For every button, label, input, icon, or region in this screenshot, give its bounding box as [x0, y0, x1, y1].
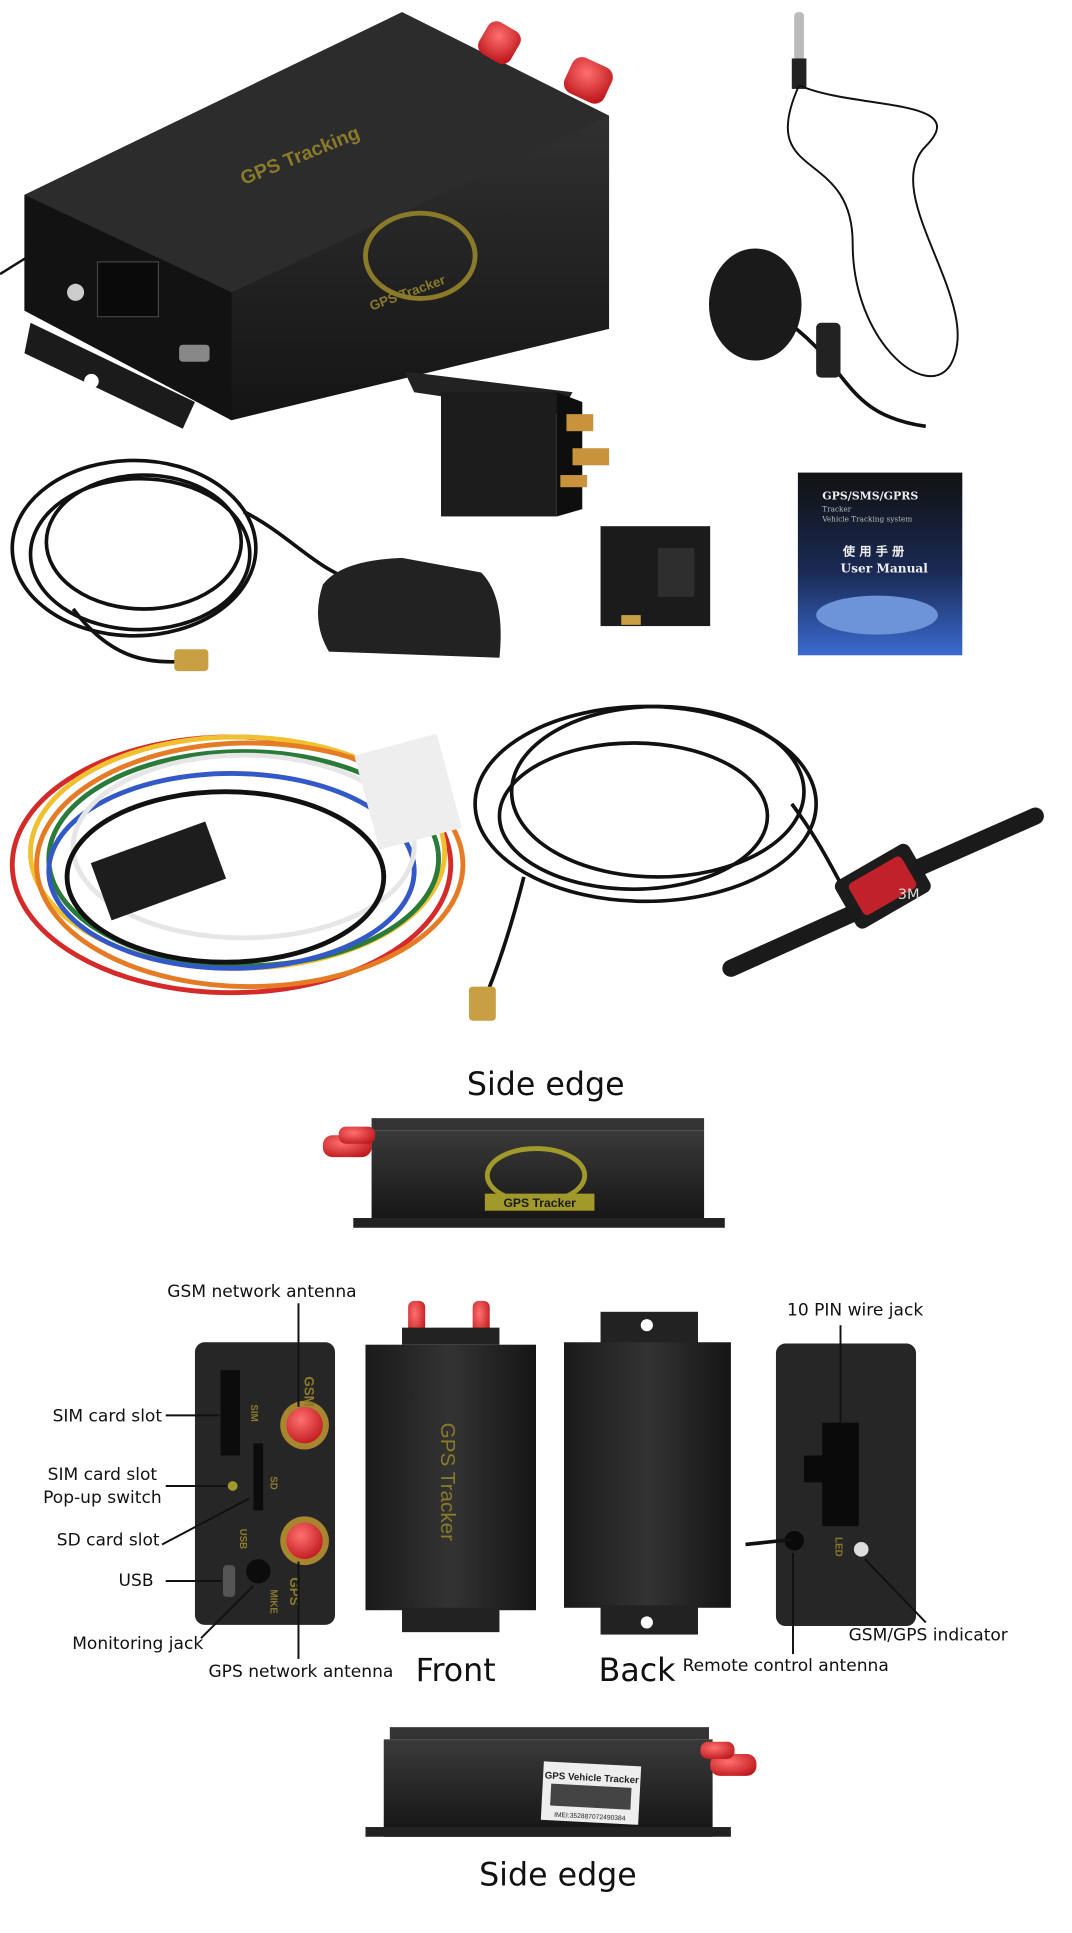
tracker-pin-side: LED: [745, 1343, 917, 1627]
caption-front: Front: [416, 1653, 496, 1689]
callout-sd-slot: SD card slot: [57, 1531, 160, 1551]
callout-remote-antenna: Remote control antenna: [683, 1656, 889, 1676]
caption-back: Back: [599, 1653, 677, 1689]
user-manual: GPS/SMS/GPRS Tracker Vehicle Tracking sy…: [797, 472, 963, 656]
callout-gsm-antenna: GSM network antenna: [167, 1282, 356, 1302]
svg-text:SIM: SIM: [248, 1404, 259, 1421]
callout-usb: USB: [119, 1571, 154, 1591]
tracker-front-view: GPS Tracker: [365, 1300, 536, 1633]
callout-popup-line2: Pop-up switch: [43, 1488, 162, 1508]
caption-side-edge-bottom: Side edge: [479, 1857, 637, 1893]
gps-tracker-main: GPS Tracking GPS Tracker: [0, 12, 613, 429]
svg-text:IMEI:352887072490384: IMEI:352887072490384: [554, 1812, 626, 1823]
svg-text:GPS Vehicle Tracker: GPS Vehicle Tracker: [544, 1770, 639, 1786]
imei-sticker: GPS Vehicle Tracker IMEI:352887072490384: [540, 1761, 642, 1825]
callout-popup-line1: SIM card slot: [48, 1465, 158, 1485]
gsm-antenna: 3M: [469, 704, 1044, 1021]
tracker-side-view-top: GPS Tracker: [322, 1118, 725, 1228]
antenna-brand: 3M: [898, 886, 920, 903]
wire-harness: [9, 733, 466, 996]
callout-gps-antenna: GPS network antenna: [208, 1662, 393, 1682]
callout-sim-slot: SIM card slot: [53, 1406, 163, 1426]
svg-text:User Manual: User Manual: [841, 561, 929, 575]
relay: [404, 371, 610, 517]
microphone: [708, 12, 959, 429]
callout-pin-jack: 10 PIN wire jack: [787, 1300, 923, 1320]
svg-text:GPS Tracker: GPS Tracker: [436, 1423, 459, 1542]
svg-text:GPS Tracker: GPS Tracker: [503, 1196, 576, 1210]
tracker-back-view: [564, 1311, 731, 1635]
svg-text:SD: SD: [267, 1476, 278, 1490]
gps-antenna: [10, 458, 501, 672]
callout-monitoring-jack: Monitoring jack: [72, 1634, 203, 1654]
sim-holder: [600, 526, 711, 627]
callout-indicator: GSM/GPS indicator: [849, 1626, 1009, 1646]
svg-text:LED: LED: [833, 1537, 844, 1556]
tracker-port-side: GSM GPS SIM SD USB MIKE: [194, 1342, 336, 1625]
svg-text:Vehicle Tracking system: Vehicle Tracking system: [821, 514, 912, 523]
svg-text:GPS: GPS: [287, 1577, 302, 1605]
svg-text:使 用 手 册: 使 用 手 册: [842, 543, 904, 558]
caption-side-edge-top: Side edge: [467, 1067, 625, 1103]
svg-text:MIKE: MIKE: [267, 1590, 278, 1615]
tracker-side-view-bottom: GPS Vehicle Tracker IMEI:352887072490384: [365, 1727, 757, 1837]
callout-lines: [161, 1303, 927, 1659]
svg-text:GPS/SMS/GPRS: GPS/SMS/GPRS: [822, 489, 918, 502]
svg-text:USB: USB: [237, 1529, 248, 1550]
svg-text:GSM: GSM: [302, 1376, 317, 1406]
svg-text:Tracker: Tracker: [822, 505, 852, 514]
